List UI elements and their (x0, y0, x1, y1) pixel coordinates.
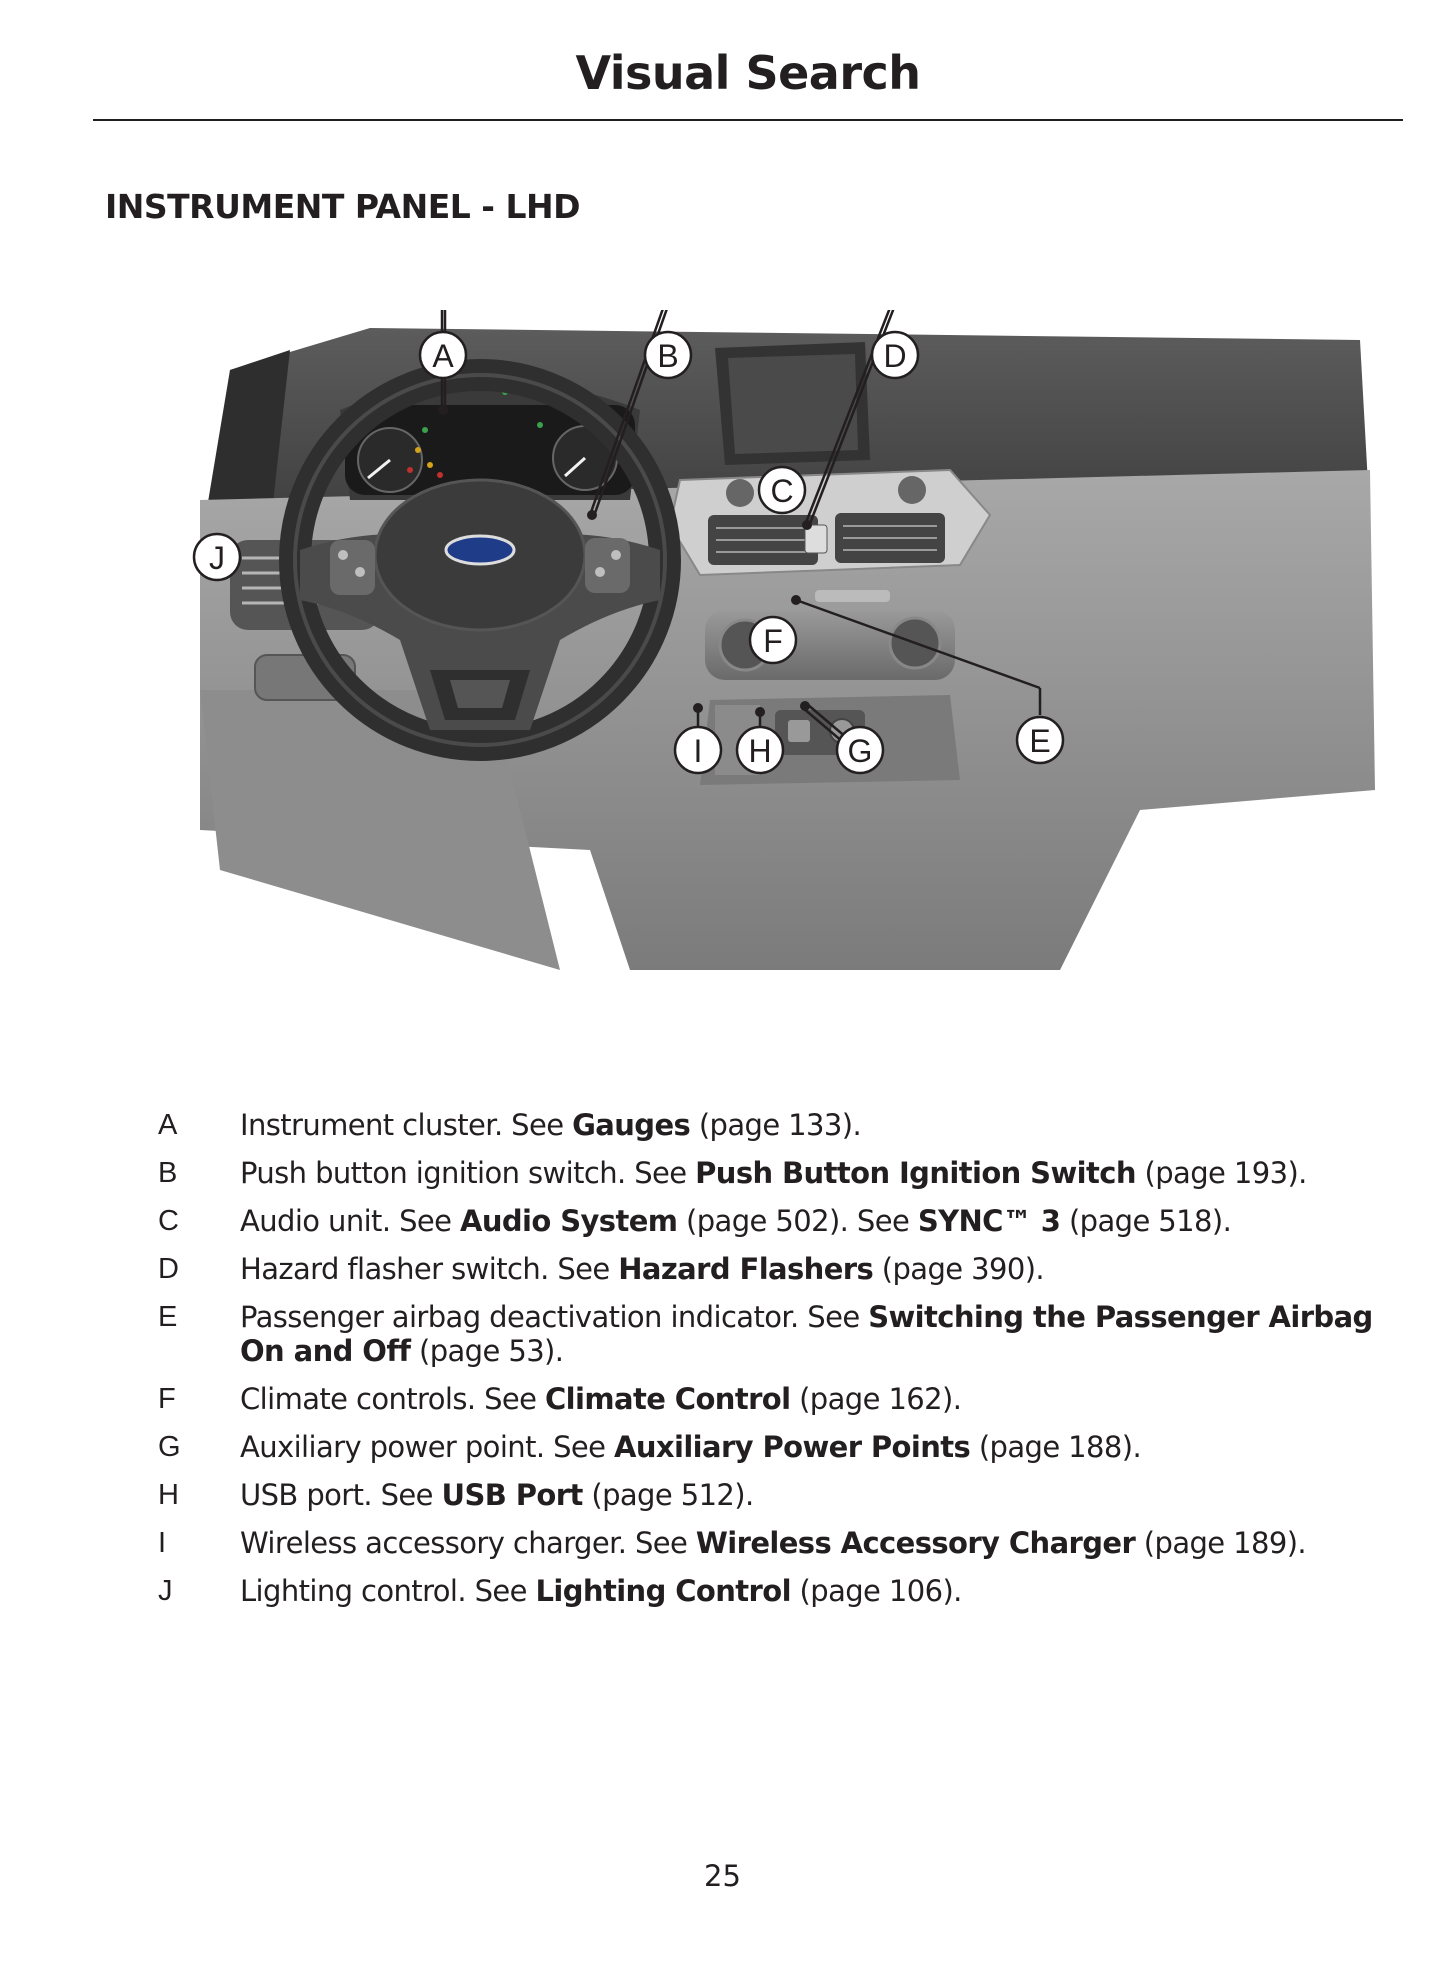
svg-text:B: B (657, 338, 678, 374)
svg-text:G: G (848, 733, 873, 769)
legend-description: Push button ignition switch. See (240, 1156, 696, 1190)
audio-knob-right (898, 476, 926, 504)
legend-description: Auxiliary power point. See (240, 1430, 614, 1464)
link-sync-3[interactable]: SYNC™ 3 (917, 1204, 1061, 1238)
legend-key: H (158, 1479, 179, 1511)
callout-h: H (735, 725, 785, 775)
legend-page-ref: (page 518). (1060, 1204, 1232, 1238)
header-rule (93, 119, 1403, 121)
hazard-switch (804, 524, 828, 554)
legend-item-a: A Instrument cluster. See Gauges (page 1… (158, 1108, 1403, 1142)
legend-page-ref: (page 502). See (677, 1204, 918, 1238)
legend-key: A (158, 1109, 178, 1141)
legend-key: J (158, 1575, 173, 1607)
callout-c: C (757, 465, 807, 515)
legend-key: E (158, 1301, 178, 1333)
callout-legend: A Instrument cluster. See Gauges (page 1… (158, 1108, 1403, 1622)
legend-page-ref: (page 162). (790, 1382, 962, 1416)
svg-text:J: J (209, 540, 225, 576)
section-title: INSTRUMENT PANEL - LHD (105, 187, 580, 226)
legend-item-e: E Passenger airbag deactivation indicato… (158, 1300, 1403, 1368)
callout-b: B (643, 330, 693, 380)
legend-item-c: C Audio unit. See Audio System (page 502… (158, 1204, 1403, 1238)
link-climate-control[interactable]: Climate Control (545, 1382, 791, 1416)
link-gauges[interactable]: Gauges (572, 1108, 691, 1142)
legend-page-ref: (page 133). (690, 1108, 862, 1142)
usb-port (788, 720, 810, 742)
legend-key: B (158, 1157, 178, 1189)
legend-page-ref: (page 106). (790, 1574, 963, 1608)
steering-wheel (279, 359, 681, 761)
legend-page-ref: (page 188). (970, 1430, 1142, 1464)
link-push-button-ignition-switch[interactable]: Push Button Ignition Switch (695, 1156, 1136, 1190)
legend-page-ref: (page 189). (1135, 1526, 1307, 1560)
callout-i: I (673, 725, 723, 775)
link-hazard-flashers[interactable]: Hazard Flashers (618, 1252, 874, 1286)
legend-page-ref: (page 53). (410, 1334, 564, 1368)
legend-page-ref: (page 512). (582, 1478, 754, 1512)
legend-description: Passenger airbag deactivation indicator.… (240, 1300, 869, 1334)
svg-text:D: D (883, 338, 906, 374)
legend-item-d: D Hazard flasher switch. See Hazard Flas… (158, 1252, 1403, 1286)
callout-d: D (870, 330, 920, 380)
legend-description: Hazard flasher switch. See (240, 1252, 619, 1286)
link-auxiliary-power-points[interactable]: Auxiliary Power Points (613, 1430, 971, 1464)
audio-knob-left (726, 479, 754, 507)
legend-description: Climate controls. See (240, 1382, 545, 1416)
legend-key: G (158, 1431, 181, 1463)
link-lighting-control[interactable]: Lighting Control (535, 1574, 792, 1608)
legend-item-h: H USB port. See USB Port (page 512). (158, 1478, 1403, 1512)
legend-description: Lighting control. See (240, 1574, 536, 1608)
callout-g: G (835, 725, 885, 775)
legend-page-ref: (page 193). (1135, 1156, 1308, 1190)
legend-item-b: B Push button ignition switch. See Push … (158, 1156, 1403, 1190)
ford-logo-emblem (444, 534, 516, 566)
legend-key: I (158, 1527, 167, 1559)
svg-text:C: C (770, 473, 793, 509)
link-usb-port[interactable]: USB Port (441, 1478, 584, 1512)
legend-page-ref: (page 390). (873, 1252, 1045, 1286)
legend-item-i: I Wireless accessory charger. See Wirele… (158, 1526, 1403, 1560)
legend-item-g: G Auxiliary power point. See Auxiliary P… (158, 1430, 1403, 1464)
svg-text:I: I (694, 733, 703, 769)
legend-description: Wireless accessory charger. See (240, 1526, 696, 1560)
callout-overlay: A B C D E F G H I J (192, 330, 1065, 775)
instrument-panel-illustration: A B C D E F G H I J (160, 310, 1380, 990)
svg-text:A: A (432, 338, 454, 374)
svg-text:E: E (1029, 723, 1050, 759)
callout-f: F (748, 615, 798, 665)
legend-key: C (158, 1205, 179, 1237)
legend-key: F (158, 1383, 176, 1415)
link-switching-passenger-airbag[interactable]: Switching the Passenger Airbag On and Of… (240, 1300, 1373, 1368)
legend-description: Instrument cluster. See (240, 1108, 573, 1142)
legend-item-j: J Lighting control. See Lighting Control… (158, 1574, 1403, 1608)
svg-text:F: F (763, 623, 783, 659)
link-wireless-accessory-charger[interactable]: Wireless Accessory Charger (695, 1526, 1136, 1560)
legend-description: Audio unit. See (240, 1204, 460, 1238)
svg-text:H: H (748, 733, 771, 769)
legend-description: USB port. See (240, 1478, 442, 1512)
legend-key: D (158, 1253, 179, 1285)
callout-j: J (192, 532, 242, 582)
legend-item-f: F Climate controls. See Climate Control … (158, 1382, 1403, 1416)
page-header-title: Visual Search (575, 46, 921, 100)
page-number: 25 (704, 1859, 741, 1893)
callout-a: A (418, 330, 468, 380)
callout-e: E (1015, 715, 1065, 765)
airbag-indicator-strip (815, 590, 890, 602)
link-audio-system[interactable]: Audio System (459, 1204, 678, 1238)
